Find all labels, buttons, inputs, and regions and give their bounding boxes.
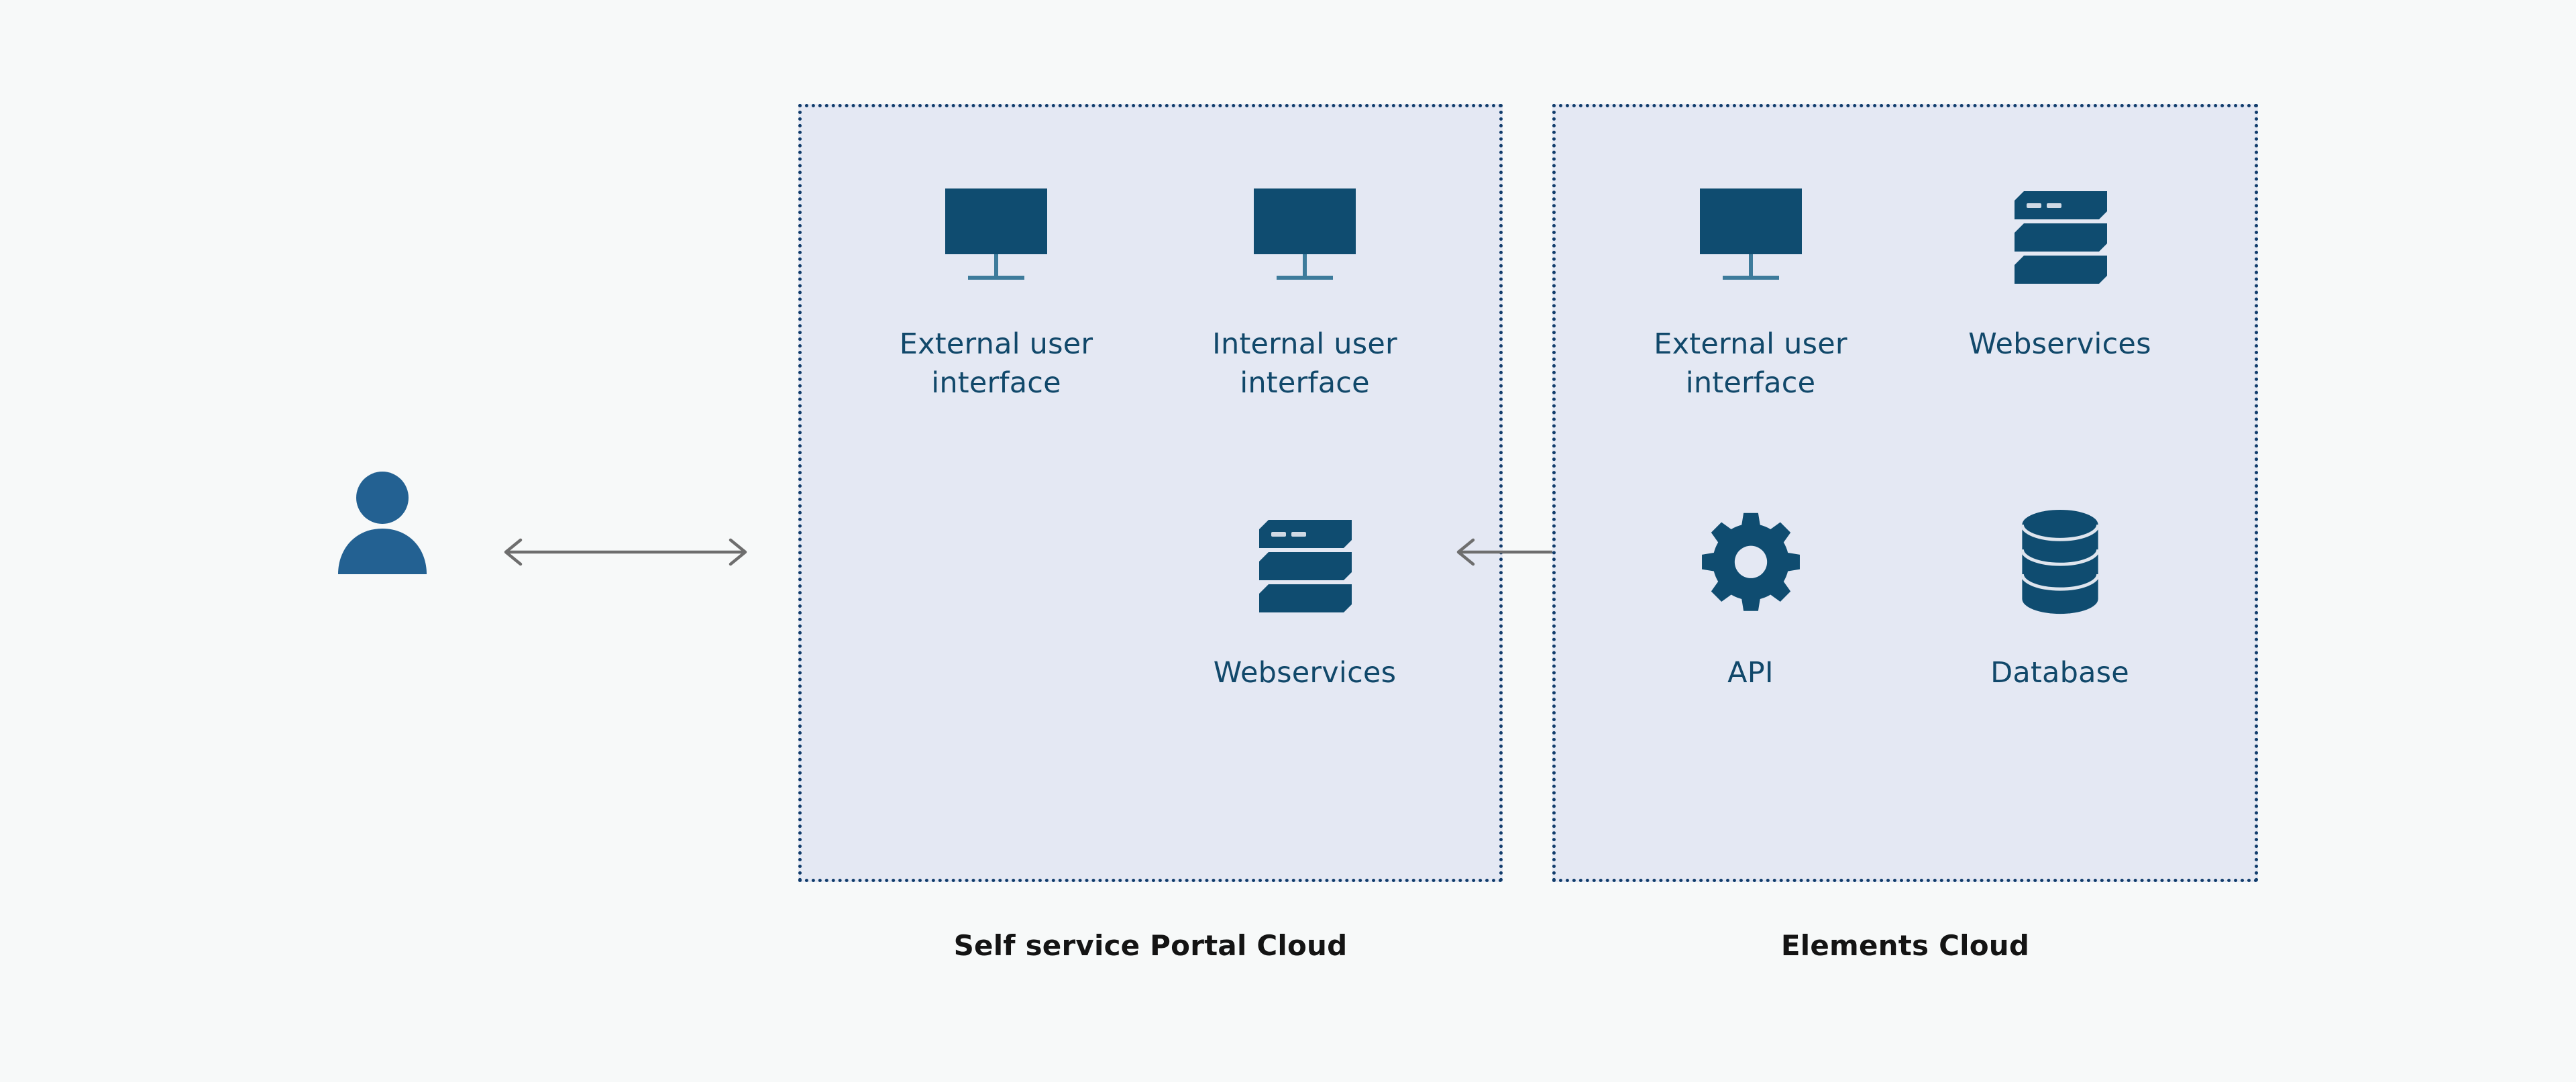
item-internal-user-interface[interactable]: Internal user interface (1150, 168, 1459, 496)
item-label: External user interface (899, 327, 1093, 400)
gear-icon (1697, 496, 1805, 631)
elements-item-grid: External user interface Webservices (1556, 107, 2255, 879)
monitor-icon (936, 168, 1057, 302)
item-label: External user interface (1654, 327, 1847, 400)
monitor-icon (1244, 168, 1365, 302)
item-webservices[interactable]: Webservices (1905, 168, 2214, 496)
box-self-service-portal-cloud: External user interface Internal user in… (798, 104, 1503, 882)
caption-elements-cloud: Elements Cloud (1780, 929, 2030, 962)
caption-self-service-portal-cloud: Self service Portal Cloud (953, 929, 1348, 962)
item-label: API (1727, 656, 1774, 690)
actor-to-portal-arrow (496, 530, 755, 577)
actor-user (329, 470, 436, 577)
item-label: Webservices (1968, 327, 2151, 361)
monitor-icon (1690, 168, 1811, 302)
user-person-icon (338, 472, 427, 574)
item-label: Internal user interface (1212, 327, 1397, 400)
portal-item-grid: External user interface Internal user in… (802, 107, 1499, 879)
item-api[interactable]: API (1596, 496, 1905, 825)
server-stack-icon (2000, 168, 2121, 302)
item-label: Webservices (1213, 656, 1397, 690)
database-icon (2006, 496, 2114, 631)
item-label: Database (1990, 656, 2129, 690)
item-database[interactable]: Database (1905, 496, 2214, 825)
item-external-user-interface[interactable]: External user interface (842, 168, 1150, 496)
box-elements-cloud: External user interface Webservices (1552, 104, 2258, 882)
item-external-user-interface[interactable]: External user interface (1596, 168, 1905, 496)
item-webservices[interactable]: Webservices (1150, 496, 1459, 825)
server-stack-icon (1244, 496, 1365, 631)
